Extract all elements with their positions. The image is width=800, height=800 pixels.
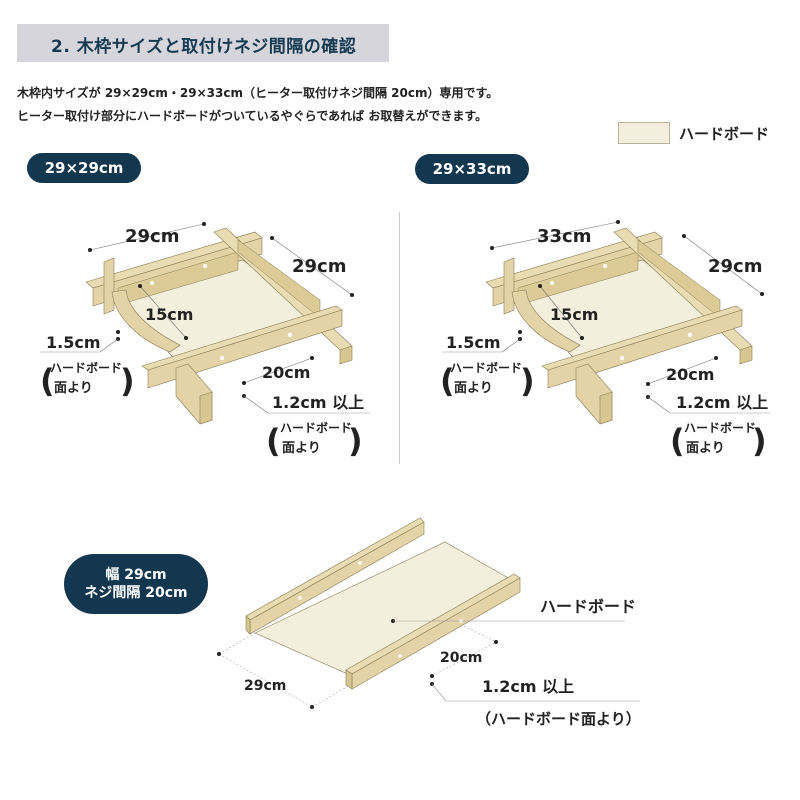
legend: ハードボード [618, 122, 769, 144]
board-screw-label: 20cm [440, 650, 482, 666]
hardboard-diagram: ハードボード 29cm 20cm 1.2cm 以上 （ハードボード面より） [217, 517, 641, 728]
svg-text:(: ( [440, 362, 455, 400]
clearance-label: 1.2cm 以上 [272, 393, 364, 412]
section-title: 2. 木枠サイズと取付けネジ間隔の確認 [51, 37, 357, 57]
clearance-note-2: 面より [282, 441, 321, 456]
hardboard-swatch [618, 122, 670, 144]
width-label: 29cm [125, 226, 179, 247]
frame-diagram-29x33: 33cm 29cm 15cm 20cm 1.5cm ハードボード 面より ( )… [440, 220, 770, 460]
depth-label: 29cm [292, 256, 346, 277]
frame-diagram-29x29: 29cm 29cm 15cm 20cm 1.5cm ハードボード 面より ( )… [40, 222, 370, 460]
thickness-note-1: ハードボード [450, 360, 522, 375]
svg-text:(: ( [40, 362, 55, 400]
screw-spacing-label: 20cm [262, 363, 310, 382]
section-header: 2. 木枠サイズと取付けネジ間隔の確認 [17, 24, 389, 62]
svg-text:): ) [348, 422, 363, 460]
badge-29x33: 29×33cm [415, 154, 529, 184]
screw-spacing-label: 20cm [666, 365, 714, 384]
thickness-note-1: ハードボード [50, 360, 122, 375]
width-label: 33cm [537, 226, 591, 247]
board-width-label: 29cm [244, 678, 286, 694]
svg-text:): ) [120, 362, 135, 400]
board-badge-width: 幅 29cm [105, 567, 167, 583]
clearance-note-1: ハードボード [280, 420, 352, 435]
depth-label: 29cm [708, 256, 762, 277]
badge-board: 幅 29cm ネジ間隔 20cm [64, 554, 208, 614]
clearance-note-1: ハードボード [684, 420, 756, 435]
legend-label: ハードボード [679, 124, 770, 143]
description-line-2: ヒーター取付け部分にハードボードがついているやぐらであれば お取替えができます。 [17, 109, 488, 123]
thickness-note-2: 面より [54, 381, 93, 396]
svg-text:(: ( [670, 422, 685, 460]
description-line-1: 木枠内サイズが 29×29cm・29×33cm（ヒーター取付けネジ間隔 20cm… [17, 86, 499, 100]
svg-text:): ) [520, 362, 535, 400]
thickness-label: 1.5cm [446, 333, 501, 352]
svg-text:): ) [752, 422, 767, 460]
clearance-label: 1.2cm 以上 [676, 393, 768, 412]
board-clearance-note: （ハードボード面より） [476, 710, 641, 728]
thickness-note-2: 面より [454, 381, 493, 396]
svg-text:(: ( [266, 422, 281, 460]
hardboard-label: ハードボード [540, 597, 636, 616]
thickness-label: 1.5cm [46, 333, 101, 352]
divider [399, 212, 400, 464]
board-clearance-label: 1.2cm 以上 [482, 677, 574, 696]
drop-label: 15cm [550, 305, 598, 324]
badge-29x29: 29×29cm [27, 153, 141, 183]
drop-label: 15cm [145, 305, 193, 324]
board-badge-screw: ネジ間隔 20cm [84, 585, 188, 601]
clearance-note-2: 面より [686, 441, 725, 456]
